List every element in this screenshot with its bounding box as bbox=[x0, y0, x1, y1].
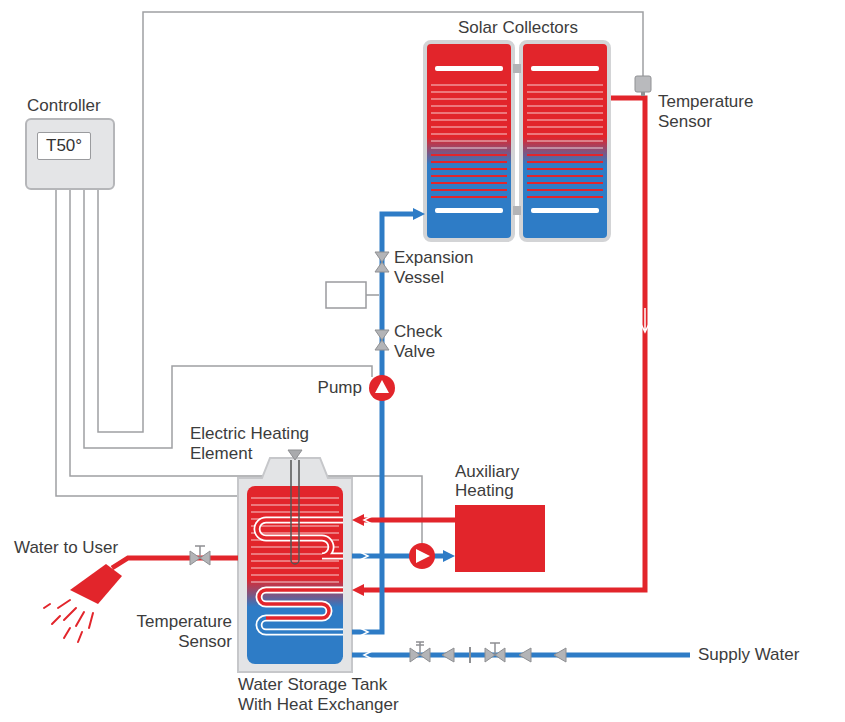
flow-arrow bbox=[640, 308, 650, 332]
water-drop bbox=[64, 628, 70, 638]
cold-inlet-pipe bbox=[300, 653, 343, 657]
part-label: Pump bbox=[296, 378, 362, 398]
water-drop bbox=[89, 613, 93, 628]
absorber-stripes bbox=[527, 152, 603, 202]
flow-arrow bbox=[364, 516, 372, 524]
flow-arrow bbox=[360, 628, 368, 636]
auxiliary-heater: Auxiliary Heating bbox=[455, 505, 545, 572]
coil-outline bbox=[259, 590, 343, 632]
pump-arrow bbox=[375, 380, 389, 393]
check-valve-symbol bbox=[375, 330, 389, 350]
flow-arrow bbox=[360, 552, 368, 560]
control-wire bbox=[84, 190, 372, 448]
valve-handle bbox=[195, 546, 205, 558]
tank-water bbox=[247, 486, 343, 664]
part-label: Expansion Vessel bbox=[394, 248, 494, 287]
node-heading: Solar Collectors bbox=[425, 18, 611, 38]
inlet-label: Supply Water bbox=[698, 645, 828, 665]
sensor-label: Temperature Sensor bbox=[658, 92, 778, 131]
sensor-label: Temperature Sensor bbox=[124, 612, 232, 651]
panel-coupling bbox=[513, 206, 521, 215]
outlet-label: Water to User bbox=[14, 538, 144, 558]
water-spray bbox=[44, 600, 93, 642]
storage-tank-drawing bbox=[238, 450, 352, 672]
pump-symbol bbox=[409, 543, 435, 569]
part-label: Check Valve bbox=[394, 322, 464, 361]
water-drop bbox=[78, 632, 82, 642]
pump-symbol bbox=[369, 375, 395, 401]
solar-collector-array: Solar Collectors bbox=[425, 42, 611, 240]
flow-arrow bbox=[364, 651, 372, 659]
node-heading: Water Storage Tank With Heat Exchanger bbox=[238, 675, 418, 714]
heating-element bbox=[291, 460, 299, 564]
storage-tank: Water Storage Tank With Heat Exchanger bbox=[238, 458, 352, 672]
header-pipe bbox=[531, 208, 599, 213]
vessel-line bbox=[366, 294, 379, 296]
part-label: Electric Heating Element bbox=[190, 424, 340, 463]
water-drop bbox=[64, 608, 76, 620]
absorber-stripes bbox=[431, 152, 507, 202]
display-reading: T50° bbox=[37, 132, 91, 160]
absorber-stripes bbox=[527, 80, 603, 150]
expansion-vessel bbox=[326, 282, 366, 308]
heat-exchanger-coil bbox=[257, 520, 343, 556]
control-wire bbox=[98, 12, 643, 432]
water-drop bbox=[44, 604, 50, 608]
heat-exchanger-coil bbox=[259, 590, 343, 618]
outlet-valve bbox=[190, 546, 210, 565]
solar-panel bbox=[425, 42, 513, 240]
collector-sensor bbox=[635, 76, 651, 96]
check-valve-symbol bbox=[554, 648, 566, 662]
node-heading: Controller bbox=[27, 96, 137, 116]
valve-handle bbox=[416, 642, 424, 655]
pump-arrow bbox=[416, 549, 430, 563]
heating-element-head bbox=[288, 450, 302, 460]
sensor-stem bbox=[641, 92, 645, 96]
valve-handle bbox=[490, 643, 500, 655]
panel-coupling bbox=[513, 64, 521, 73]
absorber-stripes bbox=[431, 80, 507, 150]
solar-panels bbox=[425, 42, 609, 240]
water-drop bbox=[76, 612, 84, 626]
pipe-union bbox=[469, 647, 471, 663]
supply-fittings bbox=[410, 642, 566, 663]
heat-exchanger-coil bbox=[259, 618, 343, 632]
hot-pipe-connector bbox=[358, 98, 645, 590]
solar-panel bbox=[521, 42, 609, 240]
coil-outline bbox=[257, 520, 343, 556]
header-pipe bbox=[531, 66, 599, 71]
shower-head bbox=[70, 564, 122, 604]
control-wires bbox=[56, 12, 643, 543]
valve-symbol bbox=[375, 252, 389, 272]
hot-pipe-connector bbox=[358, 518, 455, 523]
controller-box: ControllerT50° bbox=[25, 118, 115, 190]
tank-housing bbox=[238, 458, 352, 672]
node-heading: Auxiliary Heating bbox=[455, 462, 565, 501]
temperature-sensor bbox=[635, 76, 651, 92]
check-valve-symbol bbox=[519, 648, 531, 662]
header-pipe bbox=[435, 208, 503, 213]
water-drop bbox=[52, 616, 60, 624]
header-pipe bbox=[435, 66, 503, 71]
hot-water-pipe bbox=[112, 558, 238, 568]
check-valve-symbol bbox=[442, 648, 454, 662]
water-drop bbox=[58, 600, 70, 608]
